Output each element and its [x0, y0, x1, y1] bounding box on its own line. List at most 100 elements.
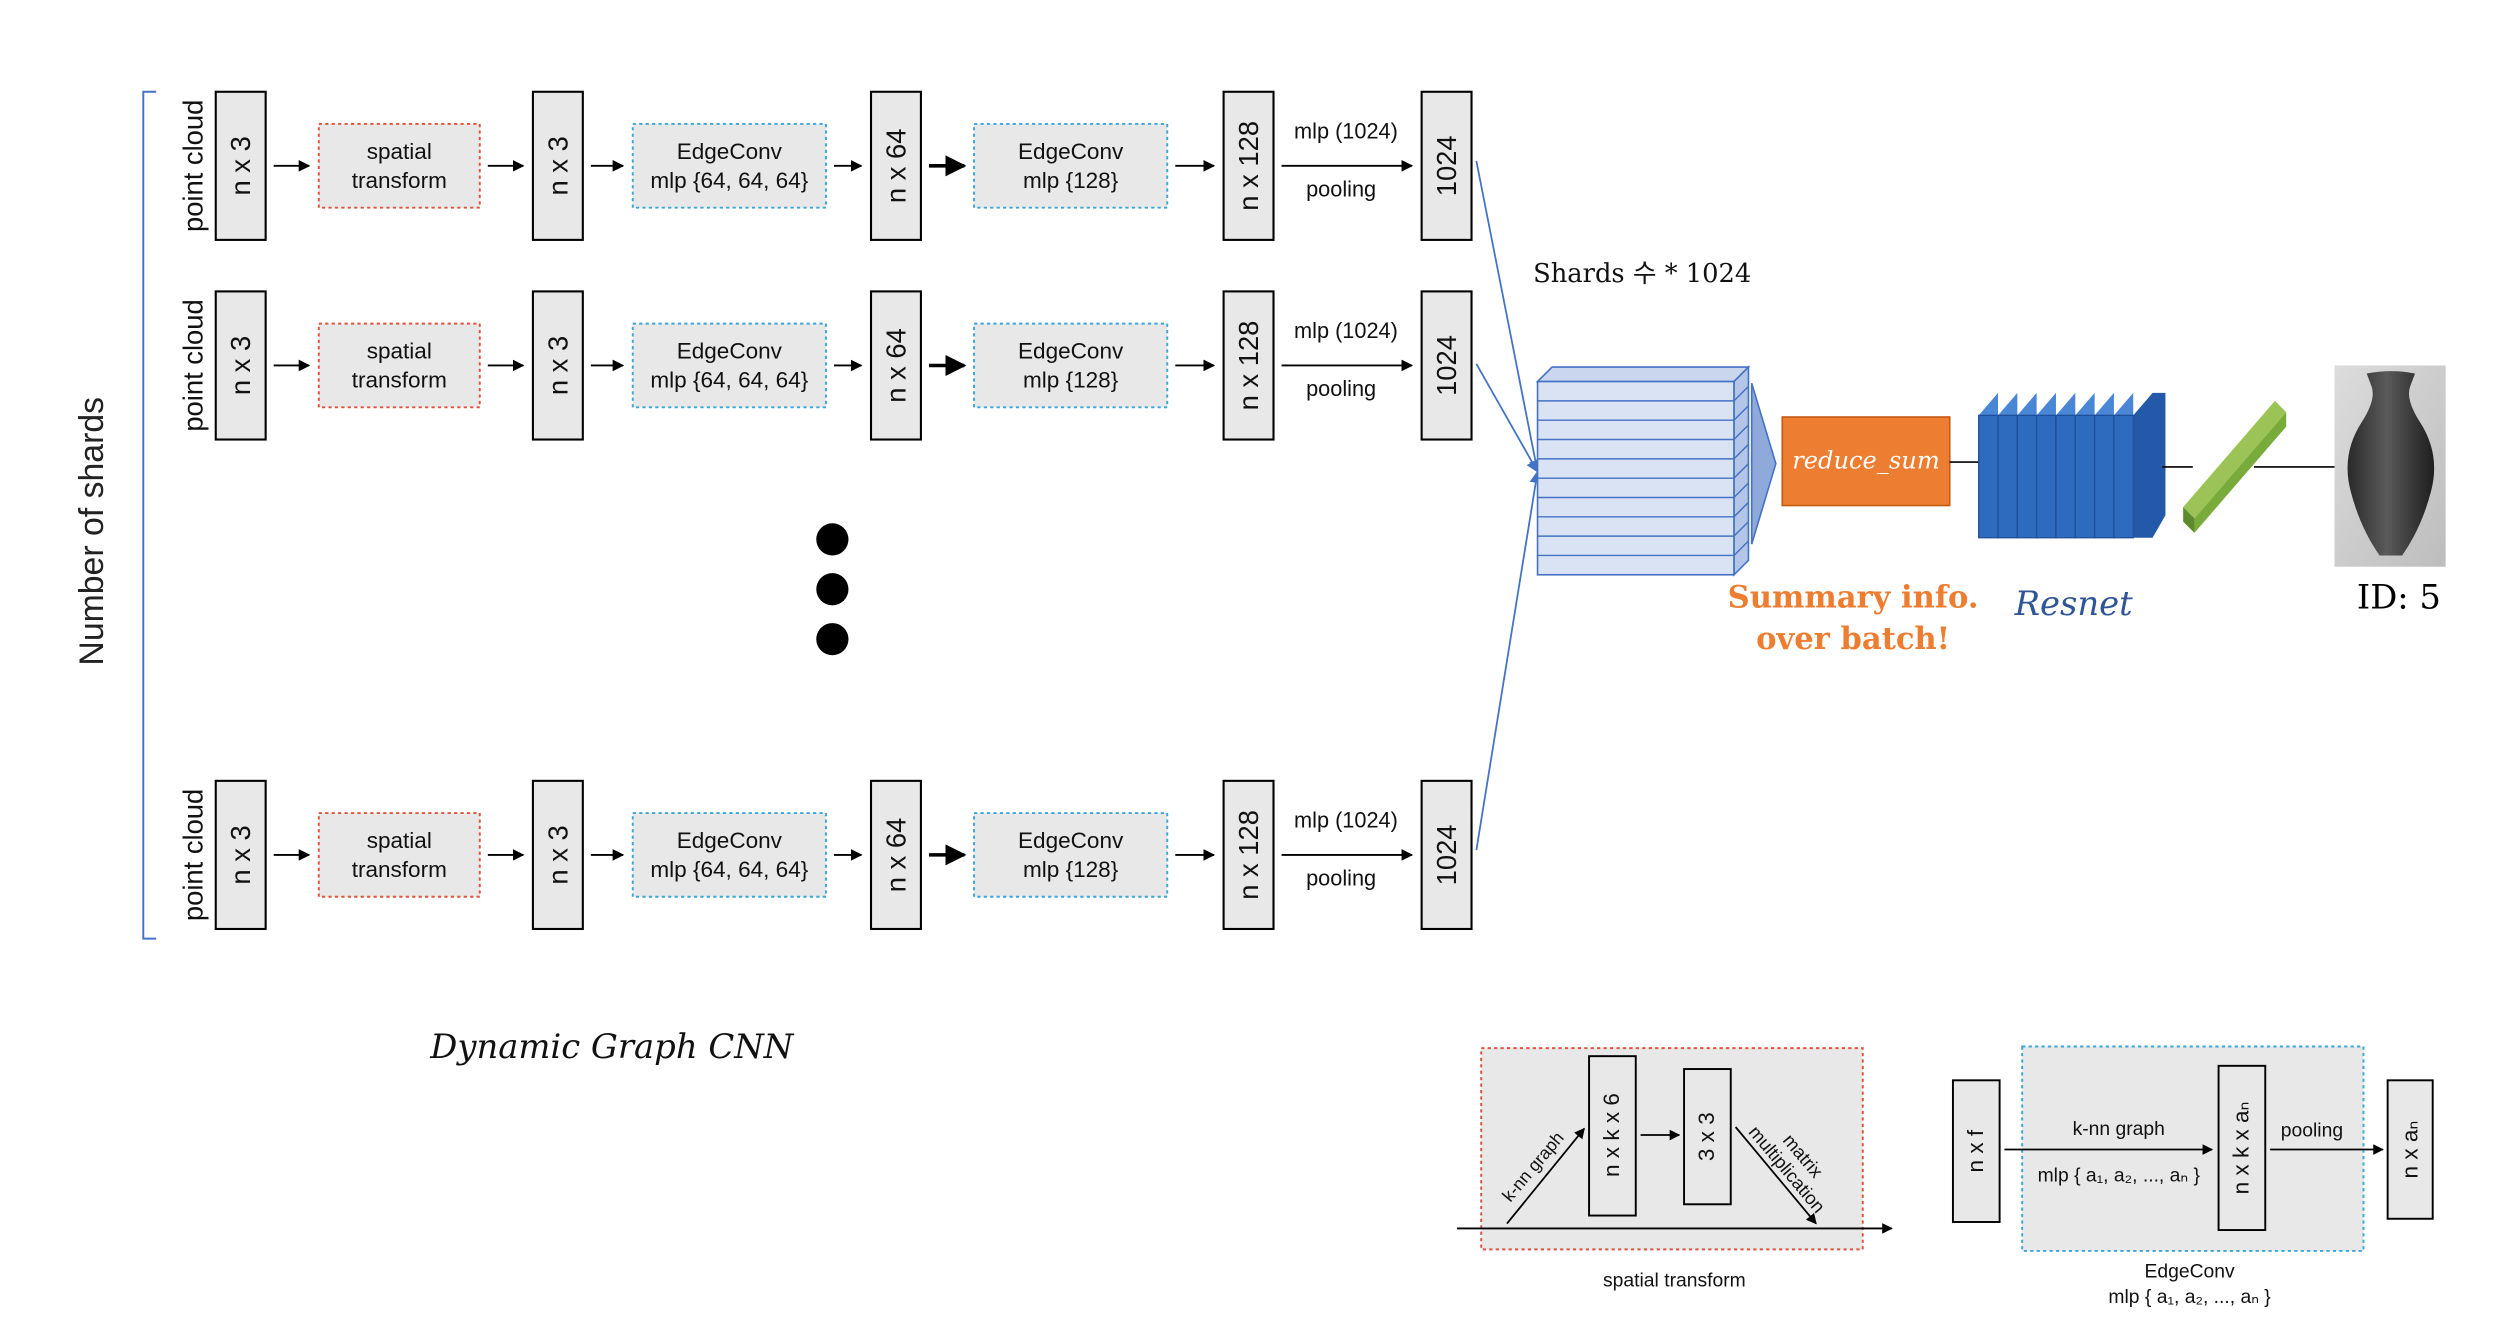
stack-side-line	[1733, 463, 1749, 479]
spatial-matrix-box	[1683, 1068, 1732, 1206]
label-out: 1024	[1431, 335, 1462, 396]
resnet-block	[1978, 392, 2166, 539]
box-ec2	[973, 123, 1169, 209]
legend-spatial-transform: k-nn graph n x k x 6 3 x 3 matrixmultipl…	[1457, 1047, 1893, 1291]
ellipsis-dot	[816, 573, 849, 606]
shard-connectors	[1475, 160, 1542, 851]
resnet-layer	[2036, 414, 2057, 539]
knn-arrow	[1506, 1127, 1585, 1225]
label-b64: n x 64	[880, 818, 911, 893]
resnet-layer	[2093, 414, 2115, 539]
edge-tensor-box	[2217, 1064, 2267, 1232]
label-b128: n x 128	[1233, 321, 1264, 411]
stack-side-line	[1733, 501, 1749, 518]
label-b3: n x 3	[542, 136, 573, 195]
point-cloud-label: point cloud	[178, 299, 209, 431]
shards-bracket	[142, 90, 157, 940]
connector-line	[1475, 363, 1539, 473]
stack-side-line	[1733, 540, 1749, 556]
label-b3: n x 3	[542, 825, 573, 884]
mlp-label: mlp (1024)	[1294, 118, 1398, 143]
resnet-layer	[2016, 414, 2038, 539]
edge-output-box	[2386, 1079, 2434, 1220]
box-b128	[1222, 779, 1275, 931]
edge-input-label: n x f	[1963, 1129, 1988, 1172]
resnet-layer	[1978, 414, 1999, 539]
label-b128: n x 128	[1233, 810, 1264, 900]
shard-stack	[1535, 365, 1751, 577]
resnet-layer-end	[2133, 392, 2166, 538]
box-b64	[869, 290, 922, 441]
box-ec2	[973, 812, 1169, 898]
pooling-label: pooling	[1306, 866, 1376, 891]
box-ec2	[973, 322, 1169, 409]
vase-icon	[2347, 371, 2435, 556]
label-out: 1024	[1431, 135, 1462, 196]
edge-output-label: n x aₙ	[2398, 1121, 2423, 1179]
box-in	[214, 90, 267, 241]
resnet-label: Resnet	[2014, 584, 2134, 623]
summary-label: Summary info.over batch!	[1728, 579, 1979, 657]
box-st	[317, 322, 481, 409]
resnet-layer	[1997, 414, 2018, 539]
box-b64	[869, 779, 922, 931]
dgcnn-caption: Dynamic Graph CNN	[429, 1027, 795, 1066]
ellipsis-dot	[816, 523, 849, 556]
box-out	[1420, 779, 1473, 931]
point-cloud-label: point cloud	[178, 100, 209, 232]
resnet-layer	[2055, 414, 2076, 539]
vase-output-image	[2334, 365, 2446, 567]
spatial-legend-caption: spatial transform	[1603, 1270, 1746, 1291]
shards-count-label: Shards 수 * 1024	[1533, 259, 1751, 289]
mlp-label: mlp (1024)	[1294, 318, 1398, 343]
connector-line	[1475, 470, 1542, 851]
fc-layer	[2183, 400, 2287, 533]
stack-side-line	[1733, 443, 1749, 460]
pooling-label: pooling	[1306, 176, 1376, 201]
edge-knn-label: k-nn graph	[2073, 1119, 2165, 1140]
summary-text: Summary info.over batch!	[1728, 579, 1979, 657]
box-out	[1420, 290, 1473, 441]
edge-mlp-label: mlp { a₁, a₂, ..., aₙ }	[2038, 1166, 2201, 1187]
number-of-shards-label: Number of shards	[73, 397, 111, 666]
box-b3	[531, 779, 584, 931]
pooling-label: pooling	[1306, 376, 1376, 401]
box-b128	[1222, 290, 1275, 441]
mlp-label: mlp (1024)	[1294, 808, 1398, 833]
resnet-layer	[2074, 414, 2096, 539]
box-ec1	[631, 322, 827, 409]
box-st	[317, 123, 481, 209]
edge-tensor-label: n x k x aₙ	[2229, 1101, 2254, 1194]
stack-side-line	[1733, 405, 1749, 421]
matmul-arrow	[1734, 1126, 1817, 1225]
box-b3	[531, 290, 584, 441]
stack-side-line	[1733, 424, 1749, 441]
box-ec1	[631, 812, 827, 898]
point-cloud-label: point cloud	[178, 789, 209, 921]
edge-pool-label: pooling	[2281, 1121, 2343, 1142]
spatial-matrix-label: 3 x 3	[1694, 1112, 1719, 1161]
box-out	[1420, 90, 1473, 241]
id-label: ID: 5	[2357, 578, 2441, 617]
label-out: 1024	[1431, 824, 1462, 885]
spatial-tensor-box	[1588, 1055, 1637, 1217]
box-in	[214, 290, 267, 441]
label-b128: n x 128	[1233, 121, 1264, 211]
label-in: n x 3	[225, 825, 256, 884]
